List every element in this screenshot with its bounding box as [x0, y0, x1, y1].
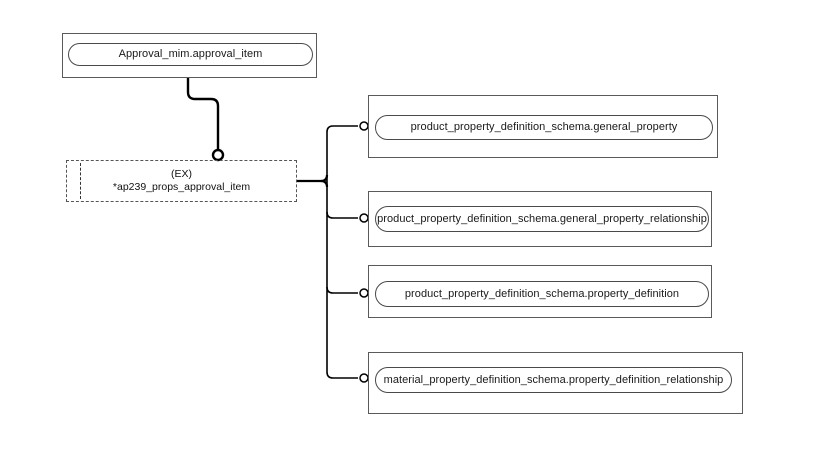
connector-source-to-ex — [186, 78, 220, 150]
entity-label-property-definition-relationship: material_property_definition_schema.prop… — [383, 373, 724, 386]
entity-capsule-property-definition[interactable]: product_property_definition_schema.prope… — [375, 281, 709, 307]
port-circle-3 — [359, 288, 369, 298]
entity-capsule-general-property[interactable]: product_property_definition_schema.gener… — [375, 115, 713, 140]
connector-ex-stem — [297, 174, 329, 183]
entity-label-general-property-relationship: product_property_definition_schema.gener… — [377, 212, 707, 225]
entity-label-property-definition: product_property_definition_schema.prope… — [404, 287, 680, 300]
connector-branch-3 — [326, 286, 358, 294]
ex-reference-line2: *ap239_props_approval_item — [112, 181, 251, 193]
entity-label-general-property: product_property_definition_schema.gener… — [410, 121, 678, 133]
ex-reference-text: (EX) *ap239_props_approval_item — [67, 168, 296, 194]
port-circle-2 — [359, 213, 369, 223]
entity-node-general-property[interactable]: product_property_definition_schema.gener… — [368, 95, 718, 158]
entity-node-general-property-relationship[interactable]: product_property_definition_schema.gener… — [368, 191, 712, 247]
connector-branch-1 — [326, 125, 358, 133]
connector-branch-4 — [326, 371, 358, 379]
ex-reference-line1: (EX) — [171, 168, 192, 180]
connector-terminal-circle — [211, 148, 225, 162]
entity-node-property-definition-relationship[interactable]: material_property_definition_schema.prop… — [368, 352, 743, 414]
entity-label-source: Approval_mim.approval_item — [118, 48, 263, 60]
port-circle-4 — [359, 373, 369, 383]
ex-reference-box[interactable]: (EX) *ap239_props_approval_item — [66, 160, 297, 202]
connector-ex-stem-lower — [320, 179, 329, 188]
port-circle-1 — [359, 121, 369, 131]
entity-capsule-property-definition-relationship[interactable]: material_property_definition_schema.prop… — [375, 367, 732, 393]
ex-reference-inner-rule — [80, 163, 81, 199]
connector-branch-2 — [326, 211, 358, 219]
entity-node-property-definition[interactable]: product_property_definition_schema.prope… — [368, 265, 712, 318]
entity-node-source[interactable]: Approval_mim.approval_item — [62, 33, 317, 78]
entity-capsule-general-property-relationship[interactable]: product_property_definition_schema.gener… — [375, 206, 709, 232]
entity-capsule-source[interactable]: Approval_mim.approval_item — [68, 43, 313, 66]
